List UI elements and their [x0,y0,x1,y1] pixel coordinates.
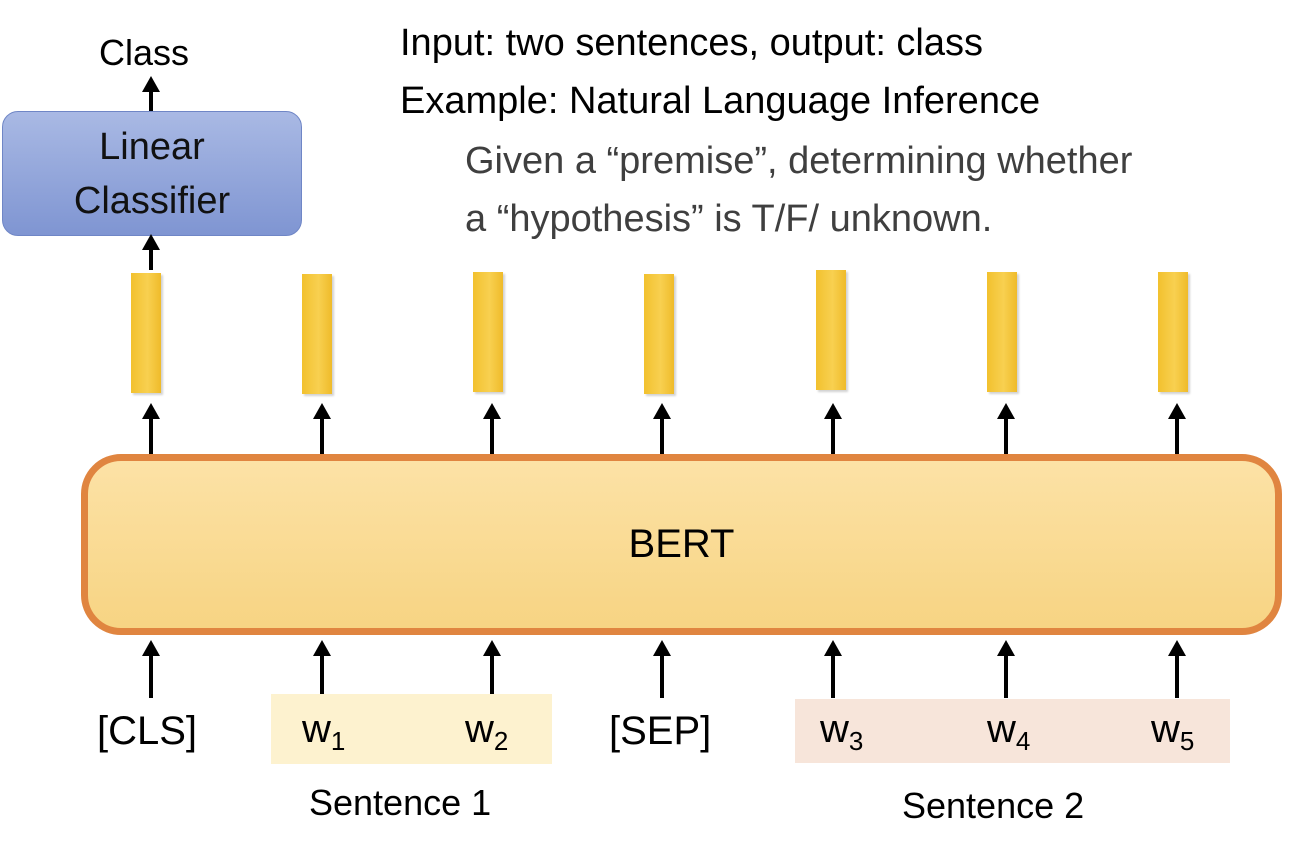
bert-to-vector-arrow-sep [653,403,671,454]
bert-to-vector-arrow-cls [142,403,160,454]
token-w2-subscript: 2 [493,726,509,756]
bert-label: BERT [628,522,735,566]
token-w4: w4 [987,707,1030,757]
token-w4-text: w [987,707,1016,751]
token-w3-text: w [820,707,849,751]
output-vector-w4 [987,272,1017,392]
token-w2: w2 [465,707,508,757]
token-w5: w5 [1151,707,1194,757]
output-vector-cls [131,273,161,393]
bert-to-vector-arrow-w3 [824,403,842,454]
bert-to-vector-arrow-w1 [313,403,331,454]
description-line-2: Example: Natural Language Inference [400,80,1041,122]
token-to-bert-arrow-w2 [483,640,501,698]
token-cls: [CLS] [97,709,197,754]
sentence-2-highlight [795,699,1230,763]
token-to-bert-arrow-w3 [824,640,842,698]
description-line-3: Given a “premise”, determining whether [465,140,1133,182]
token-to-bert-arrow-cls [142,640,160,698]
token-w5-subscript: 5 [1179,726,1195,756]
token-to-bert-arrow-w1 [313,640,331,698]
output-vector-w1 [302,274,332,394]
token-sep: [SEP] [609,709,711,754]
token-to-bert-arrow-w5 [1168,640,1186,698]
token-to-bert-arrow-w4 [997,640,1015,698]
bert-to-vector-arrow-w4 [997,403,1015,454]
bert-to-vector-arrow-w2 [483,403,501,454]
token-w3-subscript: 3 [848,726,864,756]
token-w4-subscript: 4 [1015,726,1031,756]
sentence-1-highlight [271,694,552,764]
token-to-bert-arrow-sep [653,640,671,698]
sentence-2-label: Sentence 2 [902,785,1085,826]
token-w1-subscript: 1 [330,726,346,756]
class-output-arrow [142,76,160,111]
output-vector-sep [644,274,674,394]
class-output-label: Class [99,32,190,73]
classifier-label-line-2: Classifier [73,179,231,222]
token-w1-text: w [302,707,331,751]
bert-model-box: BERT [81,454,1282,635]
output-vector-w2 [473,272,503,392]
output-vector-w3 [816,270,846,390]
sentence-1-label: Sentence 1 [309,782,492,823]
description-line-1: Input: two sentences, output: class [400,22,984,64]
token-cls-text: [CLS] [97,709,198,753]
token-w5-text: w [1151,707,1180,751]
description-line-4: a “hypothesis” is T/F/ unknown. [465,198,993,240]
output-vector-w5 [1158,272,1188,392]
classifier-label-line-1: Linear [99,125,205,168]
cls-to-classifier-arrow [142,234,160,270]
token-sep-text: [SEP] [609,709,712,753]
token-w1: w1 [302,707,345,757]
token-w2-text: w [465,707,494,751]
bert-to-vector-arrow-w5 [1168,403,1186,454]
linear-classifier-box: Linear Classifier [2,111,302,236]
token-w3: w3 [820,707,863,757]
